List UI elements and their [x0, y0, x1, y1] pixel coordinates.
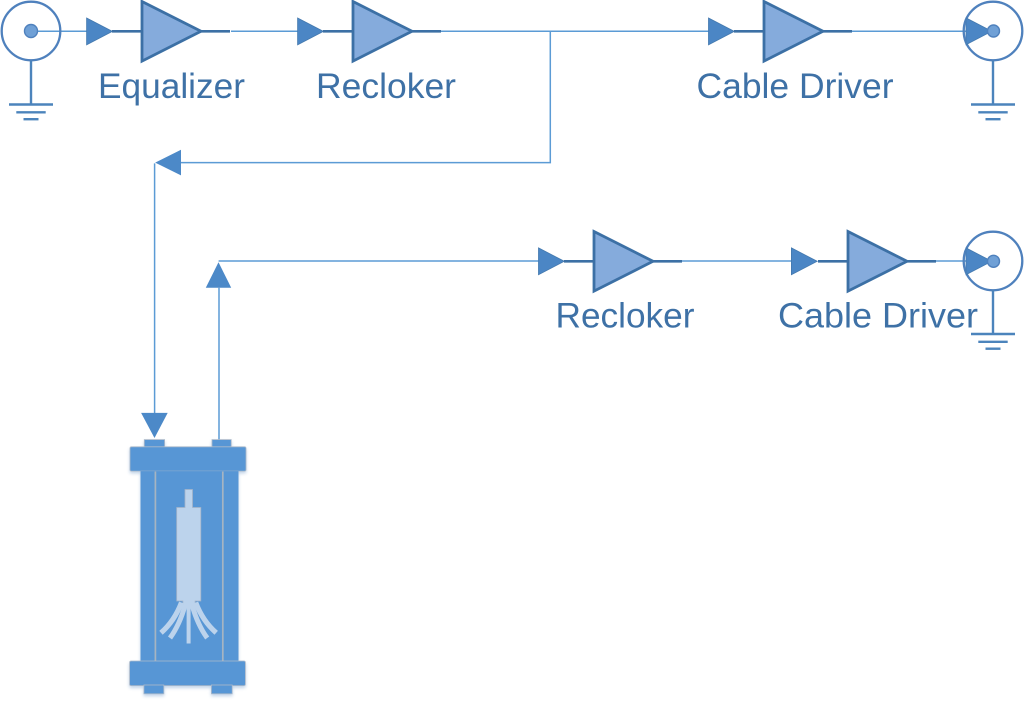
- svg-text:Cable Driver: Cable Driver: [778, 297, 978, 336]
- svg-text:Cable Driver: Cable Driver: [697, 67, 894, 106]
- svg-text:Recloker: Recloker: [316, 67, 456, 106]
- svg-text:Recloker: Recloker: [556, 297, 695, 336]
- svg-text:Equalizer: Equalizer: [98, 67, 245, 106]
